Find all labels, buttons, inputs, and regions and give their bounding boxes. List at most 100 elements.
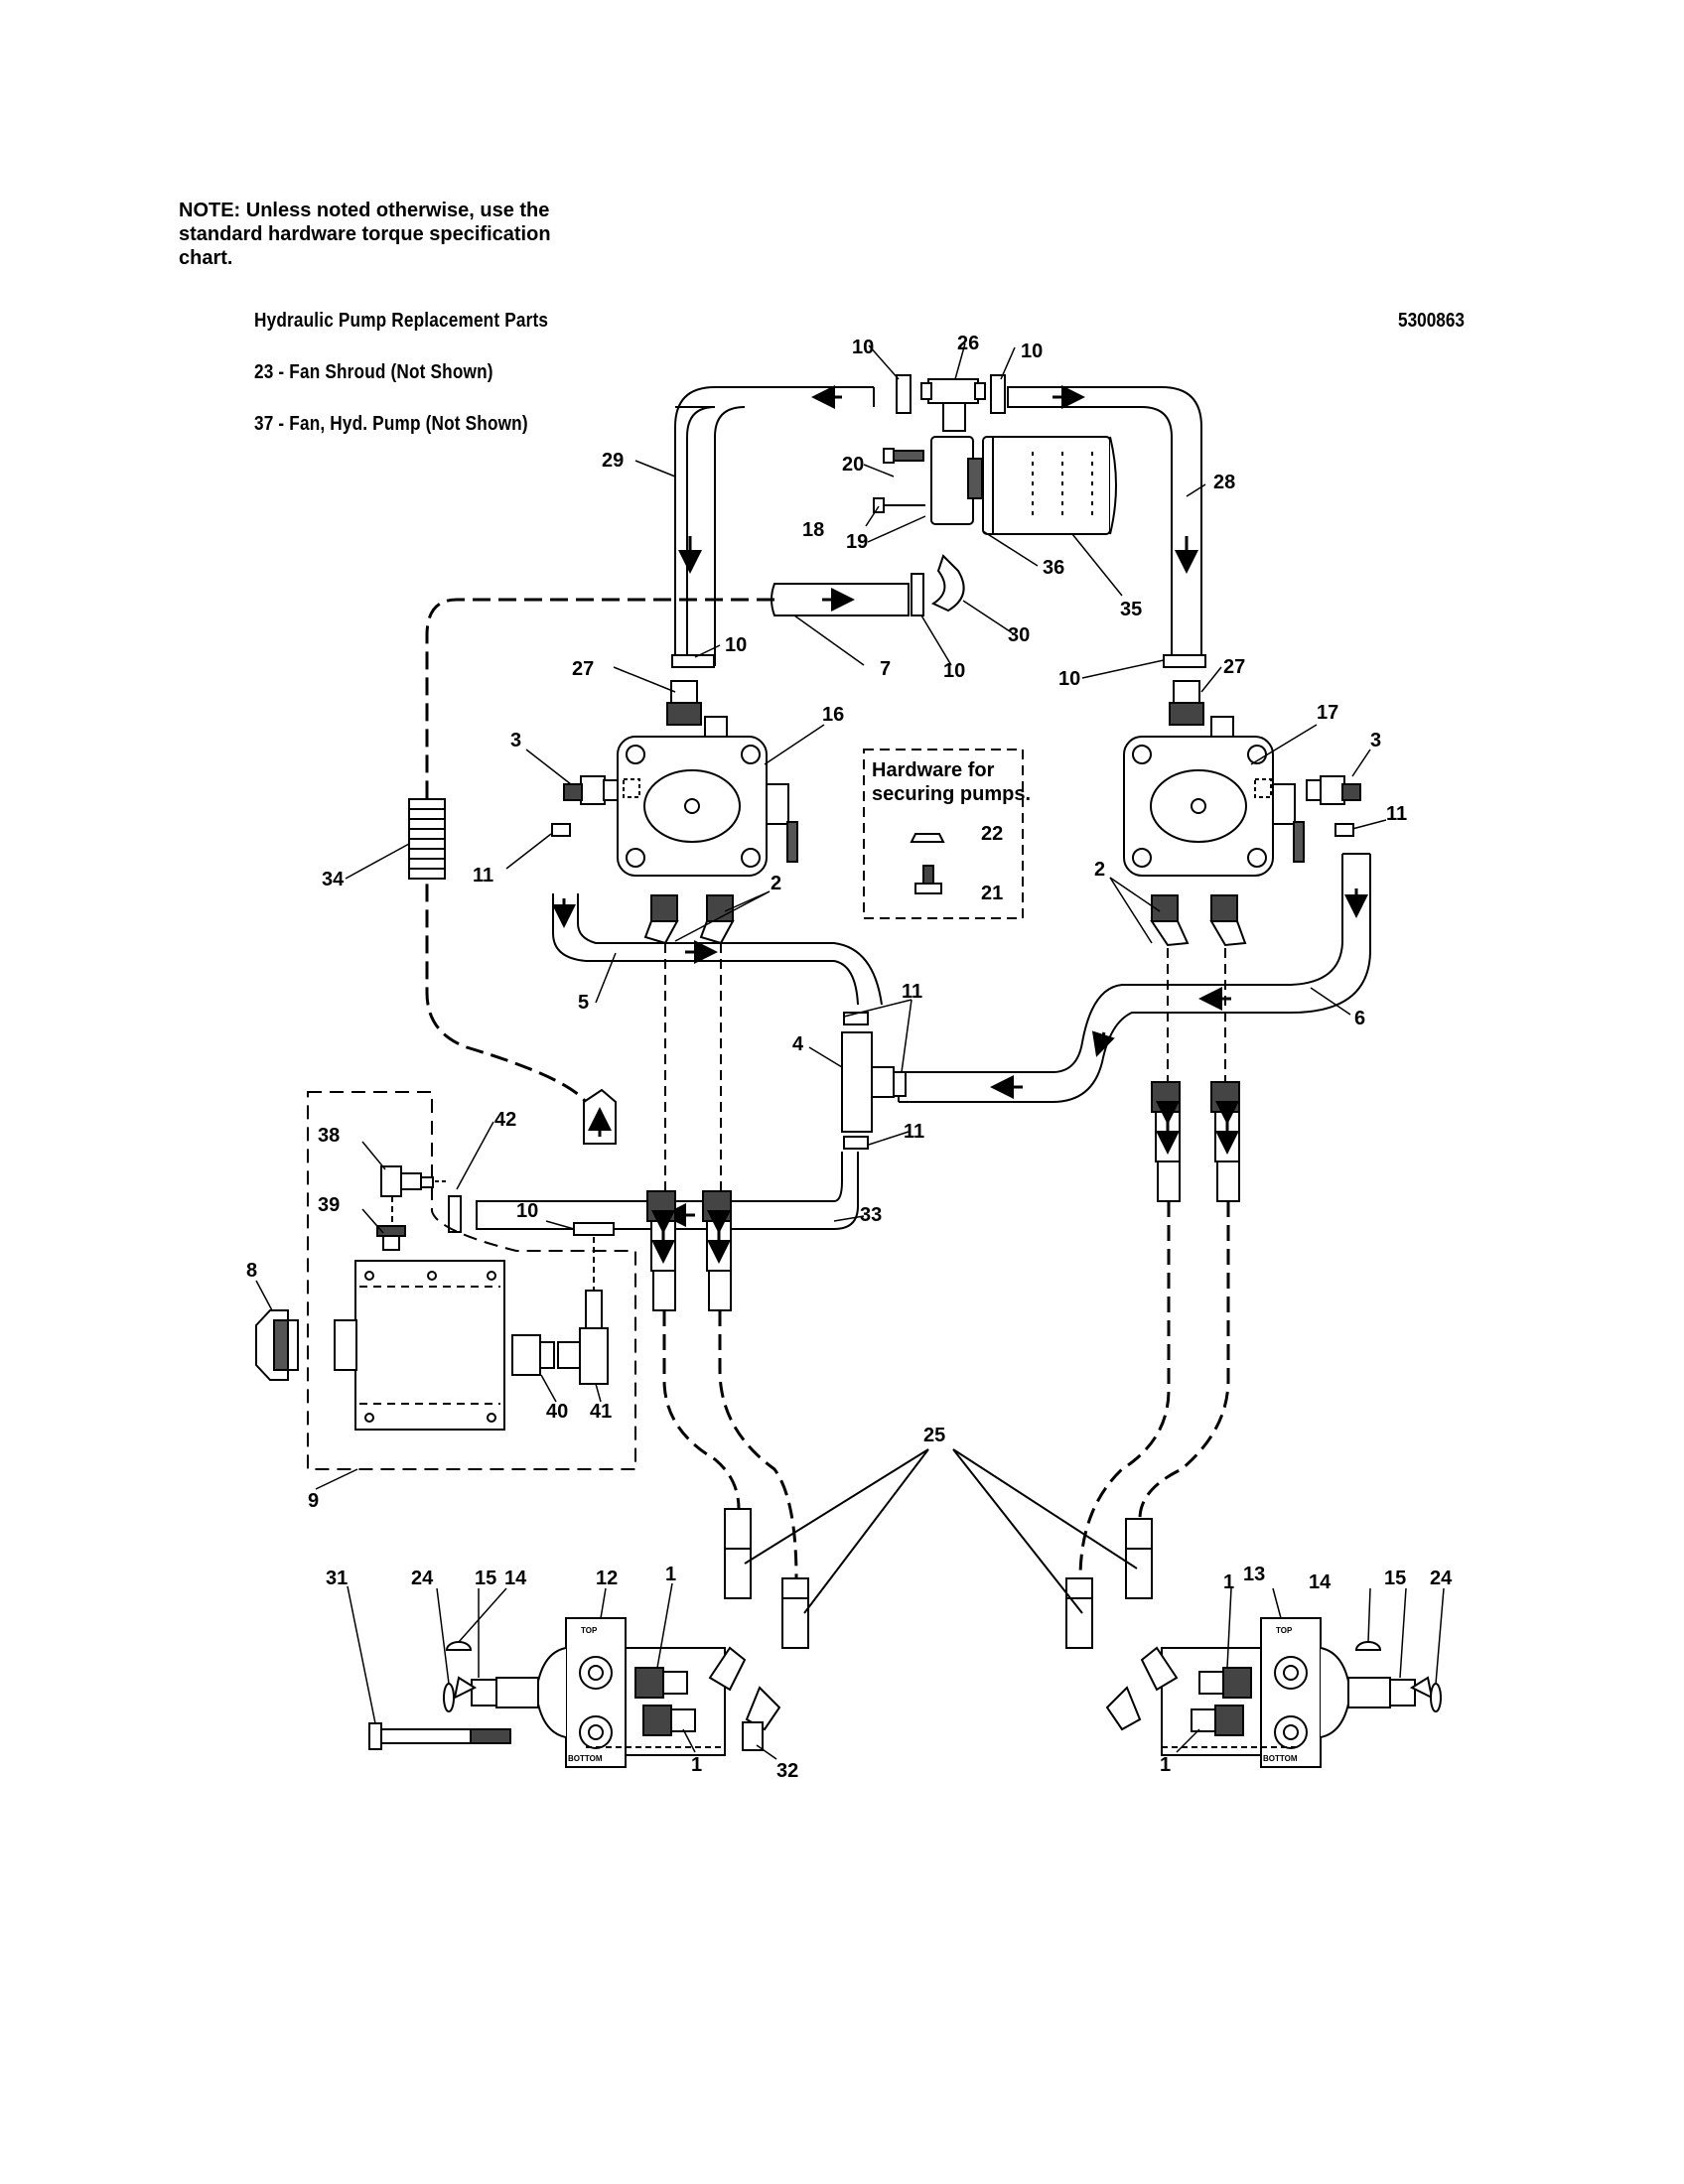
torque-note: NOTE: Unless noted otherwise, use the st… xyxy=(179,200,551,269)
bolt-31 xyxy=(368,1722,511,1750)
hose-5-outer xyxy=(552,893,859,1006)
clamp xyxy=(671,654,715,668)
callout: 5 xyxy=(578,992,589,1014)
callout: 40 xyxy=(546,1401,568,1423)
not-shown-item: 23 - Fan Shroud (Not Shown) xyxy=(254,361,493,383)
callout: 22 xyxy=(981,823,1003,845)
cotter-pin-24-right xyxy=(1430,1683,1442,1712)
callout: 11 xyxy=(902,981,922,1003)
fitting-41 xyxy=(557,1290,609,1385)
valve-top-label: TOP xyxy=(581,1626,598,1635)
callout: 10 xyxy=(852,337,874,358)
callout: 1 xyxy=(1223,1571,1234,1593)
callout: 6 xyxy=(1354,1008,1365,1029)
callout: 27 xyxy=(1223,656,1245,678)
callout: 10 xyxy=(725,634,747,656)
callout: 11 xyxy=(1386,803,1407,825)
clamp xyxy=(896,374,912,414)
callout: 21 xyxy=(981,883,1003,904)
document-number: 5300863 xyxy=(1398,310,1465,332)
bolt-21 xyxy=(914,865,942,894)
valve-bottom-label: BOTTOM xyxy=(568,1754,603,1763)
fittings-2-left xyxy=(643,894,735,945)
callout: 9 xyxy=(308,1490,319,1512)
clamp xyxy=(1163,654,1206,668)
callout: 20 xyxy=(842,454,864,476)
reservoir-kit-9 xyxy=(307,1091,636,1470)
bolt-18 xyxy=(873,497,925,513)
callout: 2 xyxy=(1094,859,1105,881)
callout: 12 xyxy=(596,1568,618,1589)
nut-32 xyxy=(742,1721,764,1751)
control-valve-13 xyxy=(1105,1617,1434,1768)
pressure-lines xyxy=(664,943,1226,1191)
fitting-27-left xyxy=(666,680,702,726)
flow-arrow xyxy=(1091,1030,1115,1057)
clamp xyxy=(911,573,924,616)
callout: 7 xyxy=(880,658,891,680)
elbow-fitting-3-right xyxy=(1306,775,1361,805)
callout: 19 xyxy=(846,531,868,553)
callout: 15 xyxy=(1384,1568,1406,1589)
fitting-39 xyxy=(376,1225,406,1251)
elbow-fitting-30 xyxy=(930,554,965,613)
nut-22 xyxy=(910,833,945,843)
callout: 24 xyxy=(411,1568,434,1589)
callout: 25 xyxy=(923,1425,945,1446)
callout: 24 xyxy=(1430,1568,1453,1589)
hose-29 xyxy=(674,386,875,666)
hose-5-inner xyxy=(577,893,883,1006)
callout: 42 xyxy=(494,1109,516,1131)
callout: 10 xyxy=(1021,341,1043,362)
callout: 10 xyxy=(516,1200,538,1222)
callout: 3 xyxy=(510,730,521,751)
hardware-box-title-2: securing pumps. xyxy=(872,783,1031,805)
callout: 15 xyxy=(475,1568,496,1589)
callout: 30 xyxy=(1008,624,1030,646)
callout: 32 xyxy=(776,1760,798,1782)
fitting-38 xyxy=(380,1165,434,1197)
callout: 29 xyxy=(602,450,624,472)
clamp xyxy=(551,823,571,837)
callout: 1 xyxy=(665,1564,676,1585)
bolt-20 xyxy=(883,448,924,464)
diagram-title: Hydraulic Pump Replacement Parts xyxy=(254,310,549,332)
not-shown-item: 37 - Fan, Hyd. Pump (Not Shown) xyxy=(254,413,528,435)
callout: 14 xyxy=(504,1568,527,1589)
hose-6-outer xyxy=(1052,854,1343,1073)
tee-fitting-26 xyxy=(920,378,986,432)
leader-lines-25 xyxy=(744,1448,1138,1614)
drain-line-34 xyxy=(425,598,774,1103)
callout: 38 xyxy=(318,1125,340,1147)
hardware-box-title-1: Hardware for xyxy=(872,759,995,781)
callout: 18 xyxy=(802,519,824,541)
cotter-pin-24-left xyxy=(443,1683,455,1712)
control-valve-12 xyxy=(453,1617,781,1768)
clamp-42 xyxy=(448,1195,462,1233)
elbow-fitting-3-left xyxy=(563,775,619,805)
callout: 14 xyxy=(1309,1571,1332,1593)
callout: 4 xyxy=(792,1033,804,1055)
callout: 13 xyxy=(1243,1564,1265,1585)
hose-end-fittings-bottom xyxy=(724,1508,1153,1649)
callout: 17 xyxy=(1317,702,1338,724)
callout: 36 xyxy=(1043,557,1064,579)
callout: 31 xyxy=(326,1568,348,1589)
callout: 1 xyxy=(1160,1754,1171,1776)
spring-guard-34 xyxy=(408,798,446,880)
callout: 41 xyxy=(590,1401,612,1423)
filter-assembly xyxy=(930,436,1117,535)
callout: 26 xyxy=(957,333,979,354)
hardware-box xyxy=(863,749,1024,919)
hydraulic-pump-17 xyxy=(1123,716,1305,877)
callout: 39 xyxy=(318,1194,340,1216)
callout: 27 xyxy=(572,658,594,680)
pin-14-left xyxy=(445,1641,473,1651)
fitting-27-right xyxy=(1169,680,1204,726)
callout: 3 xyxy=(1370,730,1381,751)
callout: 28 xyxy=(1213,472,1235,493)
callout: 34 xyxy=(322,869,345,890)
fittings-2-right xyxy=(1150,894,1247,947)
flexible-hoses-25 xyxy=(662,1201,1230,1579)
